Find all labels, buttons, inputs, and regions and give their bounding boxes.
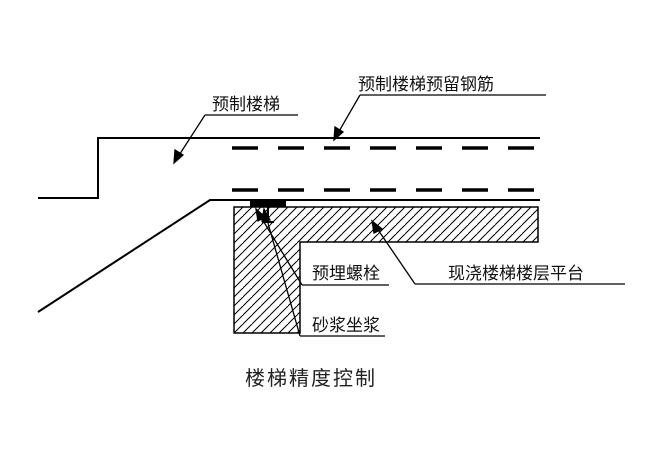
reserved-rebar-lines [232,146,540,192]
precast-stair-outline [37,137,540,313]
cast-platform-section [233,206,539,334]
label-precast-stair: 预制楼梯 [212,95,280,115]
label-reserved-rebar: 预制楼梯预留钢筋 [358,75,494,95]
leader-lines [173,94,625,337]
label-cast-platform: 现浇楼梯楼层平台 [448,264,584,284]
diagram-caption: 楼梯精度控制 [245,366,377,390]
label-embedded-bolt: 预埋螺栓 [312,264,380,284]
label-mortar-bed: 砂浆坐浆 [312,316,380,336]
